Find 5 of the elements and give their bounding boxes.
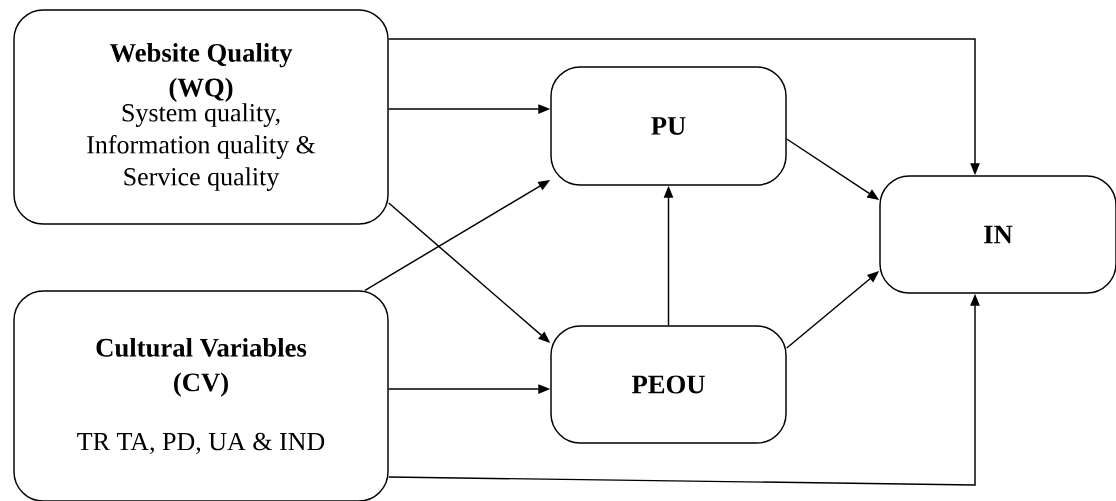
rounded-box: IN [879,175,1116,294]
rounded-box: Website Quality (WQ) System quality, Information quality & Service quality [13,9,389,225]
rounded-box: Cultural Variables (CV) TR TA, PD, UA & IND [13,290,389,501]
rounded-box: PEOU [550,325,787,444]
rounded-box: PU [550,66,787,186]
